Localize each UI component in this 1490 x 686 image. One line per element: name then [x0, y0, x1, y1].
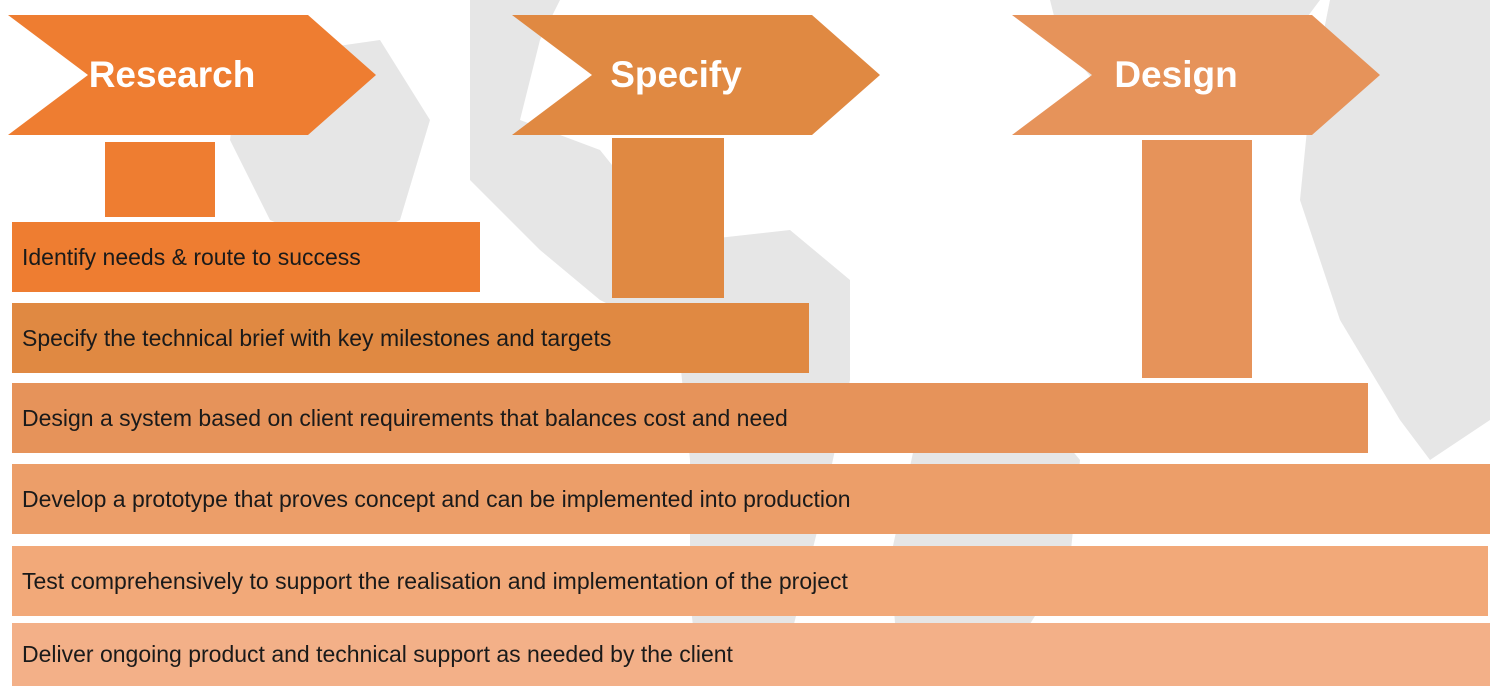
- stage-label: Specify: [610, 54, 742, 95]
- stage-label: Design: [1114, 54, 1238, 95]
- stage-arrow-specify: Specify: [512, 15, 880, 135]
- chevron-shape: [1012, 15, 1380, 135]
- chevron-shape: [512, 15, 880, 135]
- step-bar: Identify needs & route to success: [12, 222, 480, 292]
- stage-stem-design: [1142, 140, 1252, 378]
- step-bar: Test comprehensively to support the real…: [12, 546, 1488, 616]
- step-bar: Develop a prototype that proves concept …: [12, 464, 1490, 534]
- chevron-shape: [8, 15, 376, 135]
- stage-stem-specify: [612, 138, 724, 298]
- step-bar: Deliver ongoing product and technical su…: [12, 623, 1490, 686]
- stage-arrow-design: Design: [1012, 15, 1380, 135]
- step-bar: Design a system based on client requirem…: [12, 383, 1368, 453]
- stage-label: Research: [88, 54, 256, 95]
- step-bar: Specify the technical brief with key mil…: [12, 303, 809, 373]
- stage-stem-research: [105, 142, 215, 217]
- stage-arrow-research: Research: [8, 15, 376, 135]
